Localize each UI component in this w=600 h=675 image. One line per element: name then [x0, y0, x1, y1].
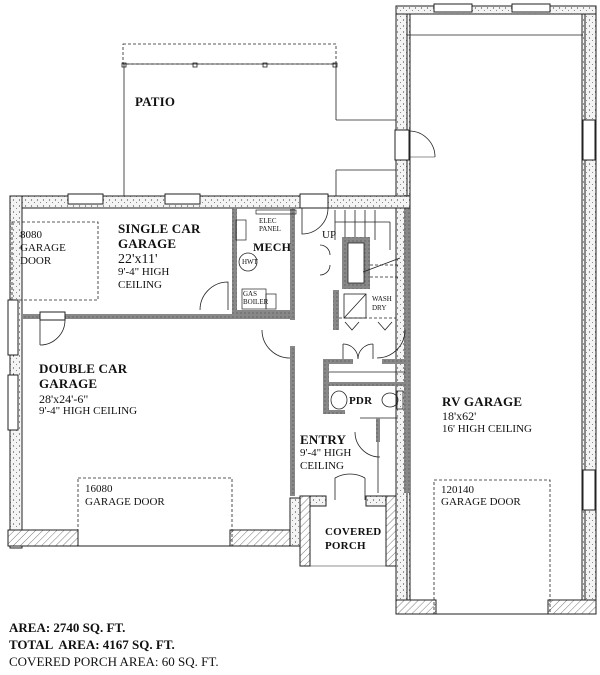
pdr-label: PDR: [349, 395, 373, 407]
covered-porch-area-summary: COVERED PORCH AREA: 60 SQ. FT.: [9, 654, 219, 669]
patio-outline: [121, 43, 396, 196]
double-car-garage-title-1: DOUBLE CAR: [39, 361, 128, 376]
single-car-garage-title-2: GARAGE: [118, 236, 177, 251]
mech-room-title: MECH: [253, 240, 292, 254]
double-car-garage-dimensions: 28'x24'-6": [39, 392, 89, 406]
area-summary: AREA: 2740 SQ. FT.: [9, 620, 126, 635]
elec-panel-label-2: PANEL: [259, 225, 281, 233]
rv-garage-door-code: 120140: [441, 484, 474, 496]
double-car-garage-title-2: GARAGE: [39, 376, 98, 391]
double-garage-door-code: 16080: [85, 483, 113, 495]
main-walls: [7, 193, 411, 549]
rv-garage-door-label: GARAGE DOOR: [441, 496, 521, 508]
single-garage-door-code: 8080: [20, 229, 42, 241]
patio-label: PATIO: [135, 94, 176, 109]
single-car-garage-title-1: SINGLE CAR: [118, 221, 201, 236]
covered-porch-label-2: PORCH: [325, 540, 366, 552]
gas-boiler-label-1: GAS: [243, 290, 258, 298]
entry-ceiling-1: 9'-4" HIGH: [300, 447, 352, 459]
stairs-and-laundry: [301, 207, 401, 331]
laundry-label-2: DRY: [372, 304, 387, 312]
covered-porch-label-1: COVERED: [325, 526, 382, 538]
single-car-garage-ceiling-2: CEILING: [118, 279, 162, 291]
entry-title: ENTRY: [300, 432, 347, 447]
entry-ceiling-2: CEILING: [300, 460, 344, 472]
single-car-garage-dimensions: 22'x11': [118, 252, 158, 267]
hwt-label: HWT: [242, 258, 258, 266]
single-garage-door-label-1: GARAGE: [20, 242, 66, 254]
double-car-garage-ceiling: 9'-4" HIGH CEILING: [39, 405, 138, 417]
double-garage-door-label: GARAGE DOOR: [85, 496, 165, 508]
single-garage-door-label-2: DOOR: [20, 255, 52, 267]
entry-and-pdr: [323, 329, 406, 500]
rv-garage-ceiling: 16' HIGH CEILING: [442, 423, 532, 435]
rv-garage-walls: [394, 3, 597, 615]
laundry-label-1: WASH: [372, 295, 392, 303]
total-area-summary: TOTAL AREA: 4167 SQ. FT.: [9, 637, 175, 652]
elec-panel-label-1: ELEC: [259, 217, 277, 225]
gas-boiler-label-2: BOILER: [243, 298, 269, 306]
rv-garage-title: RV GARAGE: [442, 394, 523, 409]
single-car-garage-ceiling-1: 9'-4" HIGH: [118, 266, 170, 278]
covered-porch: [299, 495, 397, 567]
rv-garage-dimensions: 18'x62': [442, 409, 477, 423]
stairs-up-label: UP: [322, 229, 337, 241]
